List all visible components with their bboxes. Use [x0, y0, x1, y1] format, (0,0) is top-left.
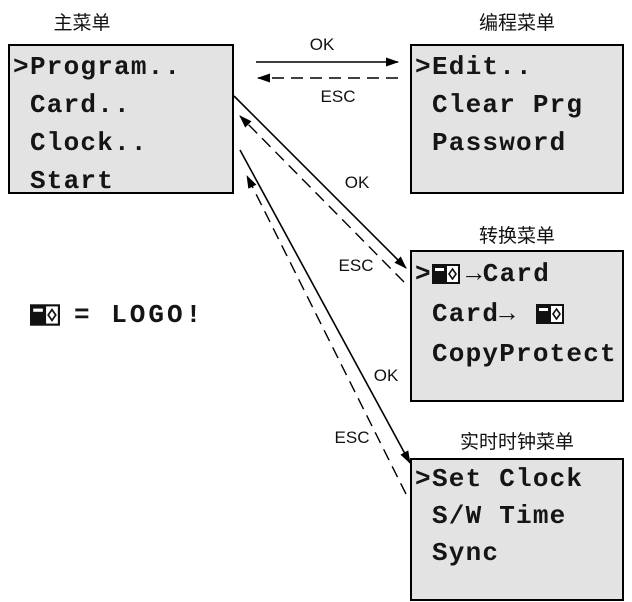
ok-label-card: OK	[344, 173, 370, 192]
menu-item-password: Password	[415, 124, 622, 162]
selection-cursor: >	[415, 259, 432, 289]
menu-item-program: >Program..	[13, 48, 232, 86]
menu-item-label: Password	[432, 128, 567, 158]
menu-item-copyprotect: CopyProtect	[415, 334, 622, 374]
logo-device-icon	[536, 304, 565, 324]
ok-label-program: OK	[309, 35, 335, 54]
legend: = LOGO!	[30, 300, 204, 330]
menu-item-clock: Clock..	[13, 124, 232, 162]
program-menu-display: >Edit.. Clear Prg Password	[410, 44, 624, 194]
menu-item-label: Start	[30, 166, 115, 196]
logo-device-icon	[30, 304, 60, 326]
menu-item-start: Start	[13, 162, 232, 200]
clock-menu-display: >Set Clock S/W Time Sync	[410, 458, 624, 601]
menu-item-logo-to-card: > →Card	[415, 254, 622, 294]
menu-item-sync: Sync	[415, 534, 622, 571]
selection-cursor: >	[13, 52, 30, 82]
menu-item-label: Set Clock	[432, 463, 584, 494]
menu-item-clear-prg: Clear Prg	[415, 86, 622, 124]
menu-item-label: Edit..	[432, 52, 533, 82]
logo-device-icon	[432, 264, 460, 284]
menu-item-edit: >Edit..	[415, 48, 622, 86]
ok-arrow-main-to-clock	[239, 149, 411, 464]
esc-arrow-card-to-main	[239, 115, 405, 283]
esc-label-clock: ESC	[334, 428, 370, 447]
selection-cursor: >	[415, 52, 432, 82]
menu-item-label: Card→	[432, 299, 517, 329]
menu-item-label: Card..	[30, 90, 131, 120]
program-menu-title: 编程菜单	[478, 12, 556, 34]
menu-item-sw-time: S/W Time	[415, 497, 622, 534]
menu-item-label: Sync	[432, 537, 500, 568]
menu-item-label: Clock..	[30, 128, 148, 158]
main-menu-display: >Program.. Card.. Clock.. Start	[8, 44, 234, 196]
menu-item-card-to-logo: Card→	[415, 294, 622, 334]
esc-label-card: ESC	[338, 256, 374, 275]
menu-item-label: CopyProtect	[432, 339, 617, 369]
selection-cursor: >	[415, 463, 432, 494]
menu-item-label: Program..	[30, 52, 182, 82]
clock-menu-title: 实时时钟菜单	[459, 431, 575, 453]
menu-item-label: S/W Time	[432, 500, 567, 531]
ok-label-clock: OK	[373, 366, 399, 385]
menu-item-label: Clear Prg	[432, 90, 584, 120]
card-menu-display: > →Card Card→ CopyProtect	[410, 250, 624, 402]
menu-item-set-clock: >Set Clock	[415, 460, 622, 497]
card-menu-title: 转换菜单	[478, 225, 556, 247]
menu-item-card: Card..	[13, 86, 232, 124]
main-menu-title: 主菜单	[53, 12, 111, 34]
esc-label-program: ESC	[320, 87, 356, 106]
menu-item-label: →Card	[466, 259, 551, 289]
ok-arrow-main-to-card	[233, 95, 407, 269]
legend-text: = LOGO!	[74, 300, 205, 330]
esc-arrow-clock-to-main	[246, 175, 407, 495]
